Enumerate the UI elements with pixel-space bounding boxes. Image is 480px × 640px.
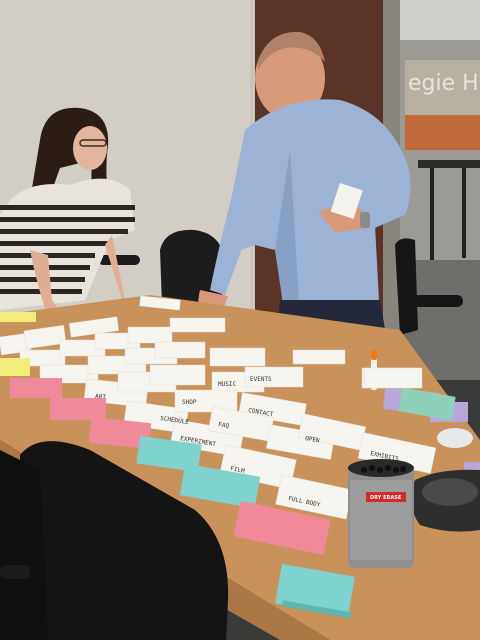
office-chair-back: [160, 229, 224, 305]
teal-card-2: [179, 463, 261, 509]
window-ceiling: [400, 0, 480, 40]
marker-cup-label: DRY ERASE: [370, 495, 402, 501]
background-table: [418, 160, 480, 168]
card-label-9: EVENTS: [250, 376, 272, 383]
man-shirt: [225, 99, 410, 320]
woman: [0, 107, 160, 345]
pink-card-1: [10, 378, 62, 398]
man-arm-left: [210, 165, 258, 295]
man-head: [255, 36, 325, 120]
card-label-8: MUSIC: [218, 381, 236, 388]
office-chair-right: [395, 238, 418, 335]
background-chair-leg: [430, 168, 434, 268]
yellow-card: [0, 358, 30, 376]
computer-mouse: [437, 428, 473, 448]
pink-card-2: [50, 398, 106, 420]
pink-card-4: [233, 500, 331, 556]
card-label-3: OPEN: [305, 435, 321, 444]
wristwatch: [360, 212, 370, 228]
office-chair-right-arm: [405, 295, 463, 307]
card-label-0: SCHEDULE: [160, 415, 190, 426]
card-label-10: FAQ: [218, 421, 230, 430]
man-arm-right: [362, 140, 411, 230]
card-label-2: FILM: [230, 465, 246, 475]
orange-marker-cap: [371, 350, 377, 360]
card-label-11: CONTACT: [248, 407, 274, 418]
man-hand-right: [318, 207, 370, 232]
poster-red-band: [405, 115, 480, 150]
foreground-chair-arm: [0, 565, 30, 579]
window-sign: egie Hall: [408, 71, 480, 96]
woman-face: [73, 126, 107, 170]
marker-cup-label-bg: [366, 492, 406, 502]
notepad: [363, 367, 423, 389]
foreground-chair-back: [19, 441, 229, 640]
held-card: [330, 182, 363, 219]
man-shirt-shadow: [275, 150, 300, 320]
office-chair-arm: [98, 255, 140, 265]
card-label-6: ART: [95, 393, 107, 401]
background-chair-leg-2: [462, 168, 466, 258]
marker-cup: DRY ERASE: [348, 459, 414, 568]
teal-card-1: [136, 435, 202, 473]
card-label-7: SHOP: [182, 399, 197, 406]
mint-sticky: [398, 387, 456, 421]
yellow-card-top: [0, 312, 36, 322]
conference-phone-top: [422, 478, 478, 506]
man-hair: [258, 31, 325, 70]
pink-card-3: [88, 416, 152, 450]
foreground-chair-left: [0, 450, 48, 640]
woman-glasses: [79, 139, 107, 147]
teal-sticky-pad-side: [281, 600, 352, 619]
